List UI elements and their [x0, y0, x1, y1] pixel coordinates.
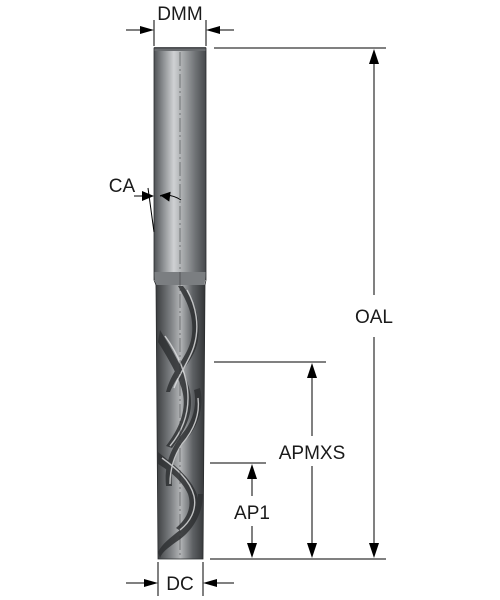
- oal-arrow-bottom: [369, 543, 379, 558]
- oal-label: OAL: [355, 307, 393, 328]
- dc-arrow-left: [144, 579, 158, 587]
- oal-dimension: OAL: [210, 47, 393, 560]
- apmxs-arrow-top: [307, 363, 317, 378]
- dc-dimension: DC: [126, 562, 234, 596]
- tool-outline: [153, 47, 207, 560]
- oal-arrow-top: [369, 49, 379, 64]
- ca-dimension: CA: [109, 176, 182, 233]
- apmxs-arrow-bottom: [307, 543, 317, 558]
- dmm-dimension: DMM: [126, 4, 234, 46]
- ap1-label: AP1: [234, 503, 270, 524]
- shank-top-chamfer: [154, 47, 206, 51]
- dmm-arrow-left: [140, 26, 154, 34]
- dc-arrow-right: [203, 579, 217, 587]
- apmxs-label: APMXS: [279, 443, 346, 464]
- helical-flutes: [158, 286, 203, 558]
- dmm-arrow-right: [206, 26, 220, 34]
- dc-label: DC: [166, 574, 193, 595]
- ap1-arrow-top: [247, 464, 257, 479]
- ap1-arrow-bottom: [247, 543, 257, 558]
- apmxs-dimension: APMXS: [214, 361, 346, 558]
- ca-arrow-right: [160, 191, 171, 202]
- ca-label: CA: [109, 176, 136, 197]
- flute-highlights: [161, 289, 200, 531]
- dmm-label: DMM: [157, 4, 202, 25]
- end-mill-tool: [153, 47, 207, 560]
- ca-arrow-left: [142, 191, 154, 201]
- ap1-dimension: AP1: [210, 462, 270, 558]
